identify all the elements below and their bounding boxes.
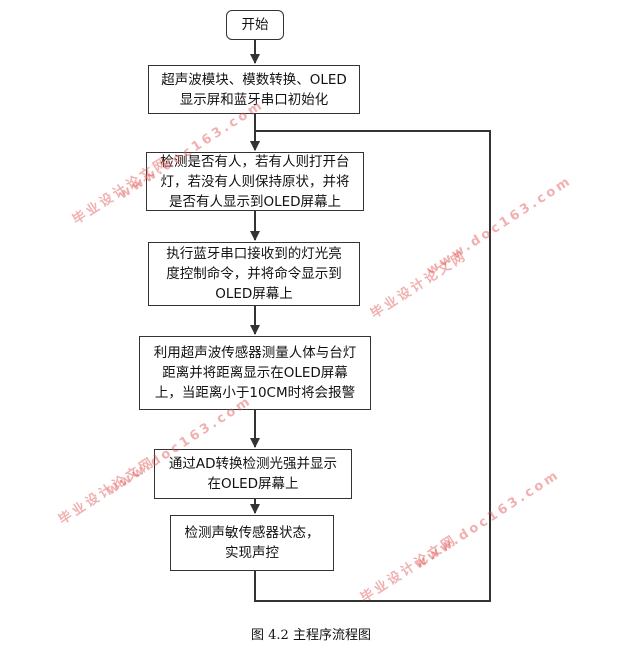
flow-node-light: 通过AD转换检测光强并显示 在OLED屏幕上 <box>154 449 352 499</box>
figure-caption: 图 4.2 主程序流程图 <box>251 628 371 643</box>
arrow-loop-back <box>250 130 491 602</box>
flow-node-bluetooth: 执行蓝牙串口接收到的灯光亮 度控制命令，并将命令显示到 OLED屏幕上 <box>148 242 360 306</box>
flow-node-init: 超声波模块、模数转换、OLED 显示屏和蓝牙串口初始化 <box>148 65 360 114</box>
flow-node-ultrasonic: 利用超声波传感器测量人体与台灯 距离并将距离显示在OLED屏幕 上，当距离小于1… <box>139 336 371 410</box>
flow-node-sound: 检测声敏传感器状态， 实现声控 <box>170 515 334 571</box>
flow-node-detect-person: 检测是否有人，若有人则打开台 灯，若没有人则保持原状，并将 是否有人显示到OLE… <box>146 152 364 211</box>
flow-node-start: 开始 <box>226 10 284 40</box>
